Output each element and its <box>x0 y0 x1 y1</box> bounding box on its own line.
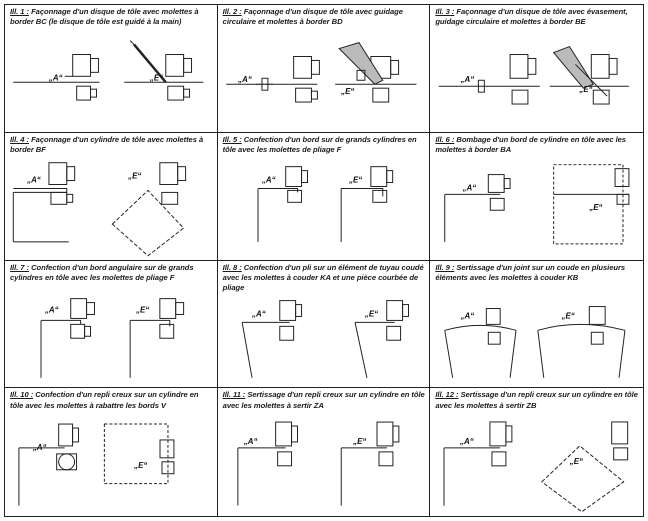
label-e: „E“ <box>340 87 354 96</box>
panel-caption-text: Bombage d'un bord de cylindre en tôle av… <box>435 134 626 155</box>
panel-7: Ill. 7 : Confection d'un bord angulaire … <box>5 260 218 389</box>
diagram-elbow-fold: „A“ „E“ <box>241 299 409 378</box>
panel-caption: Ill. 9 : Sertissage d'un joint sur un co… <box>435 263 639 284</box>
panel-number: Ill. 7 : <box>10 262 30 272</box>
label-a: „A“ <box>242 437 257 446</box>
panel-number: Ill. 6 : <box>435 134 455 144</box>
panel-3: Ill. 3 : Façonnage d'un disque de tôle a… <box>430 5 643 133</box>
panel-caption-text: Sertissage d'un joint sur un coude en pl… <box>435 262 626 282</box>
panel-caption: Ill. 6 : Bombage d'un bord de cylindre e… <box>435 135 639 156</box>
panel-caption-text: Sertissage d'un repli creux sur un cylin… <box>435 390 638 410</box>
panel-caption-text: Confection d'un pli sur un élément de tu… <box>222 262 424 293</box>
panel-9: Ill. 9 : Sertissage d'un joint sur un co… <box>430 261 643 389</box>
panel-number: Ill. 11 : <box>222 390 246 400</box>
label-a: „A“ <box>237 75 252 84</box>
label-e: „E“ <box>364 309 378 318</box>
panel-number: Ill. 12 : <box>435 390 459 400</box>
panel-5: Ill. 5 : Confection d'un bord sur de gra… <box>217 132 431 261</box>
panel-number: Ill. 9 : <box>435 262 455 272</box>
panel-number: Ill. 3 : <box>435 7 455 16</box>
diagram-hollow-seam-zb: „A“ „E“ <box>443 421 629 513</box>
label-e: „E“ <box>127 171 141 180</box>
panel-caption: Ill. 10 : Confection d'un repli creux su… <box>10 390 213 411</box>
panel-caption: Ill. 12 : Sertissage d'un repli creux su… <box>435 390 639 411</box>
diagram-rollers-disc-guided: „A“ „E“ <box>13 40 204 101</box>
panel-caption: Ill. 4 : Façonnage d'un cylindre de tôle… <box>10 135 213 156</box>
diagram-angular-edge: „A“ „E“ <box>40 297 185 378</box>
diagram-cylinder-rollers: „A“ „E“ <box>12 161 187 257</box>
panel-number: Ill. 5 : <box>222 134 242 144</box>
label-a: „A“ <box>460 75 475 84</box>
label-a: „A“ <box>261 175 276 184</box>
panel-caption: Ill. 1 : Façonnage d'un disque de tôle a… <box>10 7 213 28</box>
diagram-large-cylinder-fold: „A“ „E“ <box>257 165 393 242</box>
label-a: „A“ <box>26 175 41 184</box>
panel-caption-text: Façonnage d'un cylindre de tôle avec mol… <box>10 134 204 155</box>
panel-caption-text: Sertissage d'un repli creux sur un cylin… <box>222 390 425 410</box>
panel-caption: Ill. 5 : Confection d'un bord sur de gra… <box>223 135 426 156</box>
panel-caption: Ill. 8 : Confection d'un pli sur un élém… <box>223 263 426 294</box>
diagram-hollow-fold: „A“ „E“ <box>18 423 175 506</box>
panel-caption-text: Façonnage d'un disque de tôle avec guida… <box>222 7 403 27</box>
panel-caption: Ill. 2 : Façonnage d'un disque de tôle a… <box>223 7 426 28</box>
diagram-cylinder-edge-bead: „A“ „E“ <box>444 163 630 245</box>
panel-number: Ill. 1 : <box>10 7 30 16</box>
diagram-elbow-seam: „A“ „E“ <box>444 305 626 378</box>
diagram-rollers-circular-guide: „A“ „E“ <box>225 42 417 103</box>
label-a: „A“ <box>44 305 59 314</box>
panel-number: Ill. 10 : <box>10 390 34 400</box>
panel-caption-text: Confection d'un bord sur de grands cylin… <box>222 134 417 155</box>
label-a: „A“ <box>48 73 63 82</box>
panel-number: Ill. 4 : <box>10 134 30 144</box>
panel-number: Ill. 8 : <box>222 262 242 272</box>
label-a: „A“ <box>251 309 266 318</box>
panel-8: Ill. 8 : Confection d'un pli sur un élém… <box>217 260 431 389</box>
diagram-hollow-seam-za: „A“ „E“ <box>237 421 400 506</box>
label-e: „E“ <box>569 457 583 466</box>
panel-2: Ill. 2 : Façonnage d'un disque de tôle a… <box>217 5 431 133</box>
label-a: „A“ <box>459 437 474 446</box>
label-e: „E“ <box>348 175 362 184</box>
panel-4: Ill. 4 : Façonnage d'un cylindre de tôle… <box>5 132 218 261</box>
diagram-rollers-flare: „A“ „E“ <box>439 45 630 105</box>
panel-10: Ill. 10 : Confection d'un repli creux su… <box>5 388 218 516</box>
panel-12: Ill. 12 : Sertissage d'un repli creux su… <box>430 388 643 516</box>
panel-6: Ill. 6 : Bombage d'un bord de cylindre e… <box>430 133 643 261</box>
label-e: „E“ <box>561 311 575 320</box>
panel-11: Ill. 11 : Sertissage d'un repli creux su… <box>218 388 431 516</box>
panel-caption-text: Façonnage d'un disque de tôle avec évase… <box>435 7 628 27</box>
label-e: „E“ <box>133 461 147 470</box>
label-e: „E“ <box>589 203 603 212</box>
illustration-grid: Ill. 1 : Façonnage d'un disque de tôle a… <box>4 4 644 517</box>
label-e: „E“ <box>352 437 366 446</box>
panel-caption: Ill. 3 : Façonnage d'un disque de tôle a… <box>435 7 639 28</box>
label-e: „E“ <box>135 305 149 314</box>
label-e: „E“ <box>579 85 593 94</box>
panel-caption-text: Façonnage d'un disque de tôle avec molet… <box>10 7 199 27</box>
label-a: „A“ <box>460 311 475 320</box>
panel-1: Ill. 1 : Façonnage d'un disque de tôle a… <box>5 5 218 133</box>
panel-caption-text: Confection d'un bord angulaire sur de gr… <box>10 262 194 282</box>
panel-caption: Ill. 7 : Confection d'un bord angulaire … <box>10 263 213 284</box>
panel-caption: Ill. 11 : Sertissage d'un repli creux su… <box>223 390 426 411</box>
label-a: „A“ <box>462 183 477 192</box>
panel-number: Ill. 2 : <box>222 7 242 16</box>
label-a: „A“ <box>32 443 47 452</box>
panel-caption-text: Confection d'un repli creux sur un cylin… <box>10 390 199 410</box>
label-e: „E“ <box>149 73 163 82</box>
